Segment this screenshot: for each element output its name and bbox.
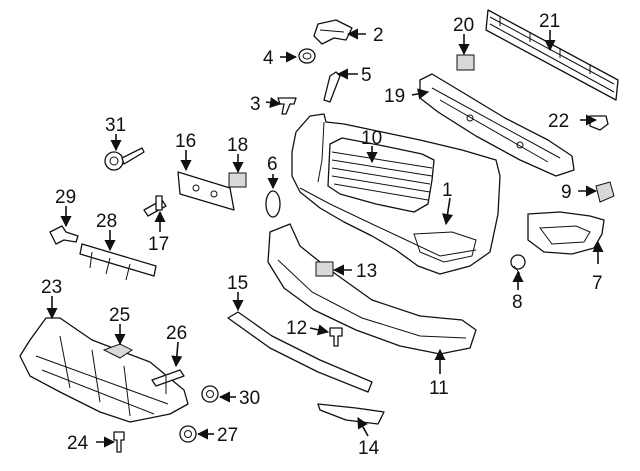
part-13-clip — [315, 261, 334, 277]
callout-25: 25 — [109, 305, 130, 326]
part-7-bezel — [527, 211, 605, 255]
part-15-lower-trim — [227, 311, 373, 393]
callout-17: 17 — [148, 234, 169, 255]
leader-12 — [309, 324, 330, 336]
part-28-bracket — [79, 243, 157, 281]
part-24-bolt — [113, 431, 125, 453]
part-8-bolt — [510, 254, 526, 275]
part-12-bolt — [329, 327, 343, 347]
callout-5: 5 — [361, 65, 372, 86]
part-30-nut — [201, 385, 219, 403]
callout-22: 22 — [548, 111, 569, 132]
part-2-bracket — [313, 19, 353, 45]
leader-14 — [357, 417, 369, 437]
callout-30: 30 — [239, 388, 260, 409]
part-10-grille — [327, 137, 435, 213]
callout-21: 21 — [539, 11, 560, 32]
part-5-pin — [323, 71, 341, 103]
callout-29: 29 — [55, 187, 76, 208]
callout-1: 1 — [442, 180, 453, 201]
part-29-bolt — [49, 225, 79, 245]
callout-15: 15 — [227, 273, 248, 294]
callout-3: 3 — [250, 94, 261, 115]
callout-10: 10 — [361, 128, 382, 149]
callout-labels: 1 2 3 4 5 6 7 8 9 10 11 12 13 14 15 16 1… — [41, 11, 603, 459]
part-9-clip — [595, 181, 615, 203]
part-22-bolt — [589, 115, 609, 131]
part-11-lower-bumper — [267, 223, 477, 355]
callout-26: 26 — [166, 323, 187, 344]
callout-20: 20 — [453, 15, 474, 36]
leader-1 — [441, 197, 454, 226]
part-20-clip — [456, 54, 475, 71]
callout-6: 6 — [267, 154, 278, 175]
callout-28: 28 — [96, 211, 117, 232]
callout-18: 18 — [227, 135, 248, 156]
part-21-reinforcement-bar — [485, 9, 619, 101]
part-18-clip — [228, 172, 247, 188]
callout-8: 8 — [512, 292, 523, 313]
part-23-splash-shield — [19, 317, 189, 423]
callout-24: 24 — [67, 433, 89, 454]
leader-3 — [265, 97, 282, 109]
part-16-plate-bracket — [177, 171, 235, 211]
part-26-bracket — [151, 369, 185, 394]
callout-14: 14 — [358, 438, 380, 459]
part-6-seal — [265, 190, 281, 218]
callout-23: 23 — [41, 277, 62, 298]
callout-12: 12 — [286, 318, 307, 339]
part-14-molding — [317, 403, 385, 425]
part-3-rivet — [277, 97, 297, 115]
part-31-tow-hook — [104, 147, 145, 171]
callout-19: 19 — [384, 86, 405, 107]
part-27-nut — [179, 425, 197, 443]
callout-16: 16 — [175, 131, 196, 152]
callout-4: 4 — [263, 48, 274, 69]
callout-2: 2 — [373, 25, 384, 46]
leader-lines — [46, 28, 604, 448]
callout-31: 31 — [105, 115, 126, 136]
callout-27: 27 — [217, 425, 238, 446]
leader-19 — [411, 88, 430, 100]
part-19-absorber-bracket — [419, 73, 575, 177]
part-4-grommet — [298, 48, 316, 64]
part-17-fastener — [143, 195, 167, 217]
callout-11: 11 — [429, 378, 449, 399]
leader-26 — [171, 341, 183, 368]
callout-13: 13 — [356, 261, 377, 282]
callout-7: 7 — [592, 273, 603, 294]
callout-9: 9 — [561, 182, 572, 203]
part-25-clip — [102, 343, 133, 359]
